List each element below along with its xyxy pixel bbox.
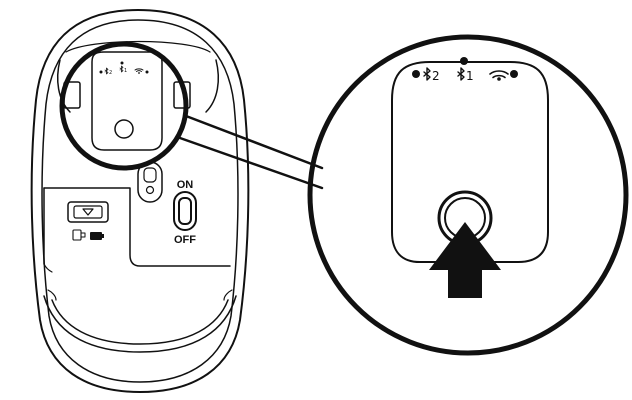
channel-plate-large xyxy=(391,61,549,263)
arrow-up-icon xyxy=(429,222,501,298)
power-switch xyxy=(173,191,197,231)
switch-on-label: ON xyxy=(177,179,194,191)
magnifier-connector-top xyxy=(184,114,324,170)
bluetooth-icon xyxy=(457,67,465,81)
magnifier-connector-bottom xyxy=(178,136,324,190)
channel-dot-wifi xyxy=(510,70,518,78)
channel-number-bt1: 1 xyxy=(466,69,474,83)
bluetooth-icon-small xyxy=(104,67,109,75)
receiver-icon xyxy=(72,229,82,241)
bluetooth-icon-small xyxy=(119,65,124,73)
channel-number-bt2: 2 xyxy=(432,69,440,83)
connect-button-small xyxy=(114,119,134,139)
receiver-eject-button xyxy=(67,201,109,223)
bluetooth-icon xyxy=(423,67,431,81)
channel-number-bt1-small: 1 xyxy=(124,68,127,74)
eject-triangle-icon xyxy=(82,208,94,216)
channel-number-bt2-small: 2 xyxy=(109,70,112,76)
bottom-glide-outer xyxy=(43,295,237,353)
magnifier-large-ring xyxy=(307,34,629,356)
wifi-icon-small xyxy=(134,68,144,72)
battery-panel xyxy=(43,187,231,267)
glide-foot-right xyxy=(223,289,233,301)
channel-dot-bt2 xyxy=(412,70,420,78)
power-switch-knob xyxy=(178,197,192,225)
battery-panel-curve xyxy=(43,263,53,273)
optical-sensor xyxy=(137,161,163,203)
mouse-body-inner xyxy=(41,19,239,383)
upper-rail-right xyxy=(205,59,219,113)
magnifier-small-ring xyxy=(59,41,189,171)
glide-foot-left xyxy=(47,289,57,301)
wifi-icon xyxy=(489,70,509,79)
battery-icon xyxy=(90,232,102,240)
mouse-body-outer xyxy=(30,9,250,393)
switch-off-label: OFF xyxy=(174,234,196,246)
channel-dot-bt1 xyxy=(460,57,468,65)
bottom-glide-inner xyxy=(51,299,229,345)
channel-plate-small xyxy=(91,51,163,151)
top-inner-arc xyxy=(65,40,211,53)
